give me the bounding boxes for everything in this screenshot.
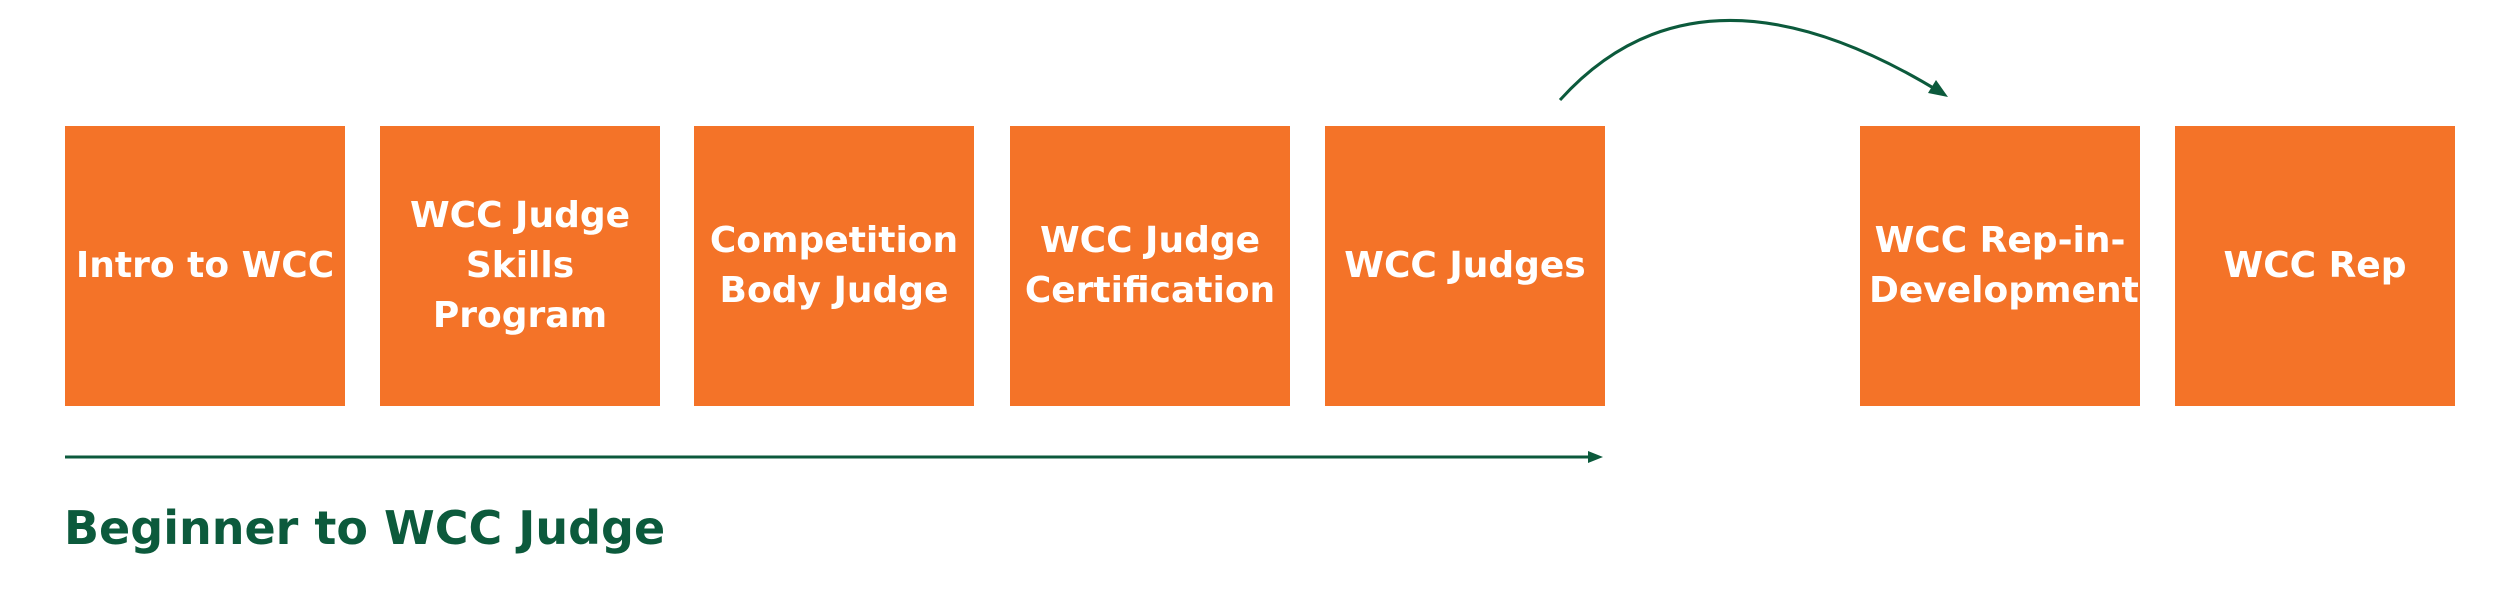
step-label: WCC Judges — [1344, 245, 1586, 286]
step-label: WCC Rep — [2223, 245, 2407, 286]
step-box-wcc-rep: WCC Rep — [2175, 126, 2455, 406]
step-box-wcc-judges: WCC Judges — [1325, 126, 1605, 406]
horizontal-arrow-head-icon — [1588, 451, 1603, 463]
step-label: Competition Body Judge — [709, 220, 959, 311]
step-box-rep-in-development: WCC Rep-in-Development — [1860, 126, 2140, 406]
step-label: Intro to WCC — [75, 245, 335, 286]
step-box-competition-body-judge: Competition Body Judge — [694, 126, 974, 406]
pathway-caption: Beginner to WCC Judge — [64, 501, 666, 555]
step-label: WCC Judge Certification — [1024, 220, 1276, 311]
curved-progression-arrow — [1558, 19, 1941, 102]
step-label: WCC Judge Skills Program — [409, 195, 631, 336]
step-label: WCC Rep-in-Development — [1869, 220, 2139, 311]
curved-arrow-head-icon — [1928, 80, 1948, 97]
step-box-judge-skills-program: WCC Judge Skills Program — [380, 126, 660, 406]
step-box-judge-certification: WCC Judge Certification — [1010, 126, 1290, 406]
step-box-intro-to-wcc: Intro to WCC — [65, 126, 345, 406]
